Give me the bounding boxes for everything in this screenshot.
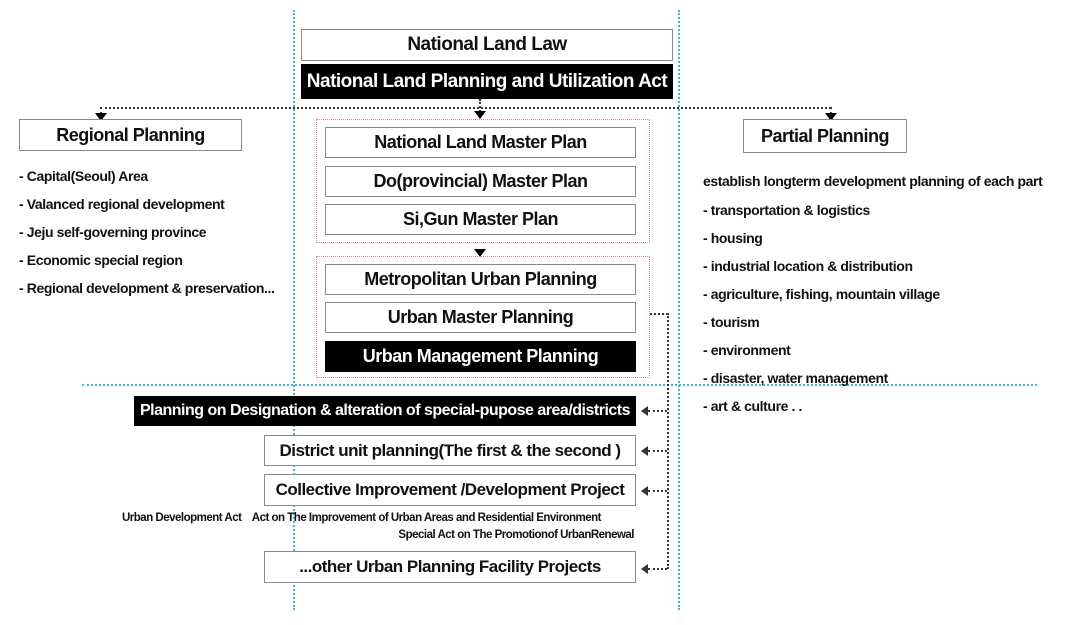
horizontal-guide-line [82, 384, 1037, 386]
arrow-to-urban-plans [474, 249, 486, 257]
left-guide-line [293, 10, 295, 610]
list-item: - tourism [703, 314, 760, 330]
national-land-law-label: National Land Law [407, 34, 567, 55]
master-plan-label: National Land Master Plan [374, 132, 587, 152]
list-item: - Valanced regional development [19, 196, 225, 212]
urban-master-planning-box: Urban Master Planning [325, 302, 636, 333]
master-plan-label: Si,Gun Master Plan [402, 209, 559, 229]
list-item: - agriculture, fishing, mountain village [703, 286, 940, 302]
arrow-to-other-projects [641, 564, 648, 574]
regional-planning-box: Regional Planning [19, 119, 242, 151]
branch-connector-line [100, 107, 831, 109]
regional-planning-title: Regional Planning [56, 124, 205, 145]
urban-plan-label: Urban Management Planning [362, 346, 599, 366]
list-item: - environment [703, 342, 791, 358]
feeder-branch-1 [648, 410, 667, 412]
collective-improvement-project-box: Collective Improvement /Development Proj… [264, 474, 636, 506]
list-item: - Jeju self-governing province [19, 224, 207, 240]
list-item: - Economic special region [19, 252, 183, 268]
partial-planning-list: - transportation & logistics - housing -… [703, 196, 940, 420]
feeder-vertical-line [667, 313, 669, 569]
provincial-master-plan-box: Do(provincial) Master Plan [325, 166, 636, 197]
list-item: - art & culture . . [703, 398, 802, 414]
arrow-to-partial [825, 113, 837, 121]
feeder-top-line [650, 313, 668, 315]
master-plan-label: Do(provincial) Master Plan [373, 171, 588, 191]
arrow-to-regional [95, 113, 107, 121]
branch-left-drop [100, 107, 102, 114]
list-item: - Regional development & preservation... [19, 280, 275, 296]
master-plans-frame [316, 119, 650, 243]
urban-management-planning-box: Urban Management Planning [325, 341, 636, 372]
arrow-to-district-unit [641, 446, 648, 456]
acts-line-2: Special Act on The Promotionof UrbanRene… [398, 529, 634, 541]
list-item: - housing [703, 230, 763, 246]
branch-center-drop [479, 99, 481, 112]
arrow-to-collective-improvement [641, 486, 648, 496]
metropolitan-urban-planning-box: Metropolitan Urban Planning [325, 264, 636, 295]
lower-plan-label: ...other Urban Planning Facility Project… [299, 557, 601, 576]
urban-improvement-act: Act on The Improvement of Urban Areas an… [251, 512, 602, 524]
arrow-to-special-purpose [641, 406, 648, 416]
list-item: - disaster, water management [703, 370, 888, 386]
list-item: - Capital(Seoul) Area [19, 168, 148, 184]
feeder-branch-2 [648, 450, 667, 452]
planning-act-box: National Land Planning and Utilization A… [301, 64, 673, 99]
national-land-master-plan-box: National Land Master Plan [325, 127, 636, 158]
special-purpose-area-planning-box: Planning on Designation & alteration of … [134, 396, 636, 426]
branch-right-drop [830, 107, 832, 114]
acts-line-1: Urban Development Act Act on The Improve… [122, 510, 634, 527]
related-acts-note: Urban Development Act Act on The Improve… [122, 510, 635, 544]
si-gun-master-plan-box: Si,Gun Master Plan [325, 204, 636, 235]
urban-development-act: Urban Development Act [122, 512, 242, 524]
urban-plan-label: Urban Master Planning [387, 307, 574, 327]
lower-plan-label: District unit planning(The first & the s… [279, 440, 621, 460]
right-guide-line [678, 10, 680, 610]
partial-planning-box: Partial Planning [743, 119, 907, 153]
list-item: - industrial location & distribution [703, 258, 913, 274]
partial-planning-intro: establish longterm development planning … [703, 173, 1043, 189]
feeder-branch-4 [648, 568, 667, 570]
national-land-law-box: National Land Law [301, 29, 673, 61]
arrow-to-master-plans [474, 111, 486, 119]
other-facility-projects-box: ...other Urban Planning Facility Project… [264, 551, 636, 583]
district-unit-planning-box: District unit planning(The first & the s… [264, 435, 636, 466]
list-item: - transportation & logistics [703, 202, 870, 218]
regional-planning-list: - Capital(Seoul) Area - Valanced regiona… [19, 162, 275, 302]
planning-act-label: National Land Planning and Utilization A… [306, 70, 668, 92]
partial-planning-title: Partial Planning [760, 125, 890, 146]
urban-plans-frame [316, 256, 650, 378]
urban-plan-label: Metropolitan Urban Planning [364, 269, 597, 289]
feeder-branch-3 [648, 490, 667, 492]
lower-plan-label: Collective Improvement /Development Proj… [275, 480, 625, 499]
lower-plan-label: Planning on Designation & alteration of … [139, 402, 631, 419]
